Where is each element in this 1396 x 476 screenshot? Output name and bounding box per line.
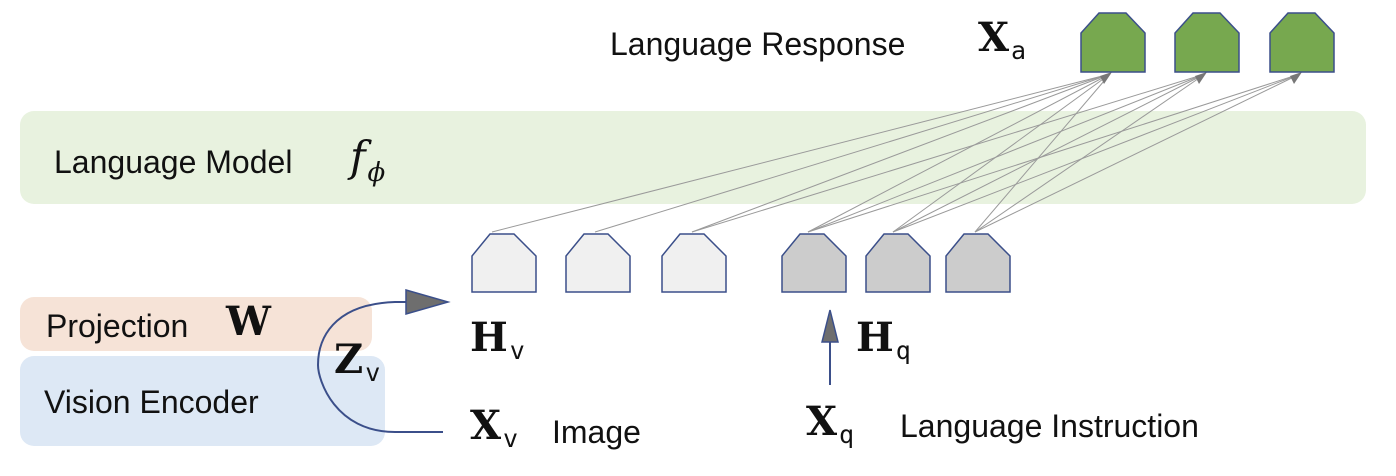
connection-line: [807, 73, 1301, 233]
visual-tokens: [471, 233, 727, 293]
vision-arrowhead: [405, 289, 451, 315]
instruction-token: [865, 233, 931, 293]
visual-token: [565, 233, 631, 293]
zv-symbol-subscript: v: [365, 358, 381, 387]
connection-line: [807, 73, 1206, 233]
xq-symbol: Xq: [806, 398, 854, 449]
hq-symbol-base: H: [856, 314, 894, 361]
projection-symbol: W: [226, 298, 271, 345]
connection-line: [691, 73, 1206, 233]
instruction-token: [945, 233, 1011, 293]
xq-symbol-base: X: [806, 398, 838, 445]
connection-line: [974, 73, 1301, 233]
arrowhead: [1100, 72, 1112, 84]
response-tokens: [1080, 12, 1335, 73]
connection-line: [892, 73, 1111, 233]
connection-line: [491, 73, 1111, 233]
xv-symbol-base: X: [470, 402, 502, 449]
connection-arrowheads: [1100, 72, 1302, 84]
language-model-symbol: fϕ: [350, 132, 385, 188]
instruction-token: [781, 233, 847, 293]
connection-line: [892, 73, 1206, 233]
hv-symbol-subscript: v: [509, 336, 525, 365]
zv-symbol-base: Z: [334, 336, 364, 383]
hq-symbol: Hq: [856, 314, 911, 365]
connection-line: [691, 73, 1111, 233]
connection-line: [974, 73, 1111, 233]
response-symbol: Xa: [978, 14, 1026, 65]
instruction-tokens: [781, 233, 1011, 293]
image-label: Image: [552, 414, 641, 450]
projection-symbol-base: W: [226, 298, 271, 345]
response-token: [1174, 12, 1240, 73]
response-token: [1269, 12, 1335, 73]
connection-line: [807, 73, 1111, 233]
projection-label: Projection: [46, 308, 189, 344]
connection-line: [974, 73, 1206, 233]
response-symbol-subscript: a: [1011, 36, 1027, 65]
xv-symbol: Xv: [470, 402, 518, 453]
vision-encoder-label: Vision Encoder: [44, 384, 259, 420]
zv-symbol: Zv: [334, 336, 380, 387]
visual-token: [471, 233, 537, 293]
hv-symbol: Hv: [470, 314, 525, 365]
xq-symbol-subscript: q: [839, 420, 855, 449]
hq-symbol-subscript: q: [895, 336, 911, 365]
hv-symbol-base: H: [470, 314, 508, 361]
connection-line: [594, 73, 1111, 233]
token-connections: [491, 73, 1301, 233]
projection-box: [20, 297, 372, 351]
arrowhead: [1290, 72, 1302, 84]
vision-projection-arrow: [316, 301, 443, 433]
connection-line: [892, 73, 1301, 233]
language-model-symbol-base: f: [350, 132, 366, 181]
language-response-label: Language Response: [610, 26, 906, 62]
language-model-band: [20, 111, 1366, 204]
language-instruction-label: Language Instruction: [900, 408, 1199, 444]
language-model-label: Language Model: [54, 144, 293, 180]
arrowhead: [1195, 72, 1207, 84]
language-model-symbol-subscript: ϕ: [367, 158, 386, 188]
visual-token: [661, 233, 727, 293]
instruction-arrowhead: [821, 309, 839, 343]
xv-symbol-subscript: v: [503, 424, 519, 453]
vision-encoder-box: [20, 356, 385, 446]
response-symbol-base: X: [978, 14, 1010, 61]
response-token: [1080, 12, 1146, 73]
